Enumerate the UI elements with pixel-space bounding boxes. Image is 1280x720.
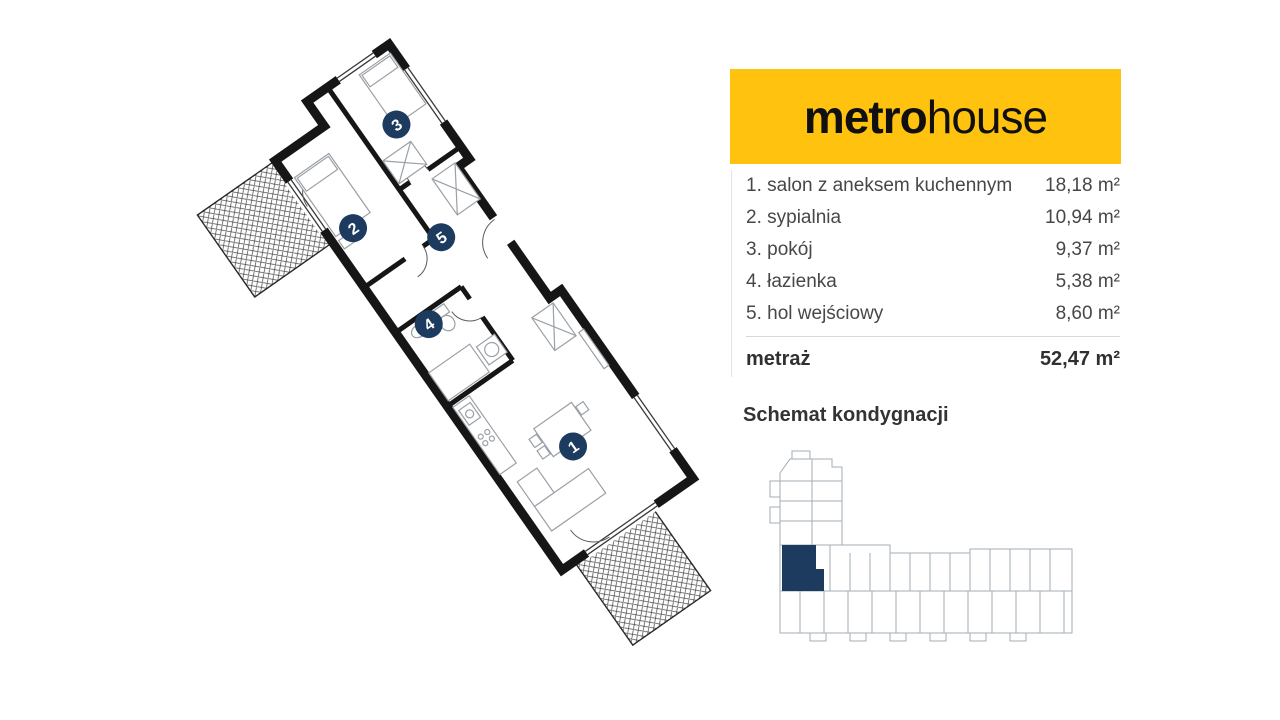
room-number: 3.	[746, 239, 762, 260]
unit-highlight	[782, 545, 824, 591]
room-list-item-1: 1. salon z aneksem kuchennym 18,18 m²	[746, 170, 1120, 202]
brand-logo-house: house	[926, 90, 1048, 143]
room-list-item-3: 3. pokój 9,37 m²	[746, 234, 1120, 266]
total-area: 52,47 m²	[1039, 348, 1120, 370]
room-number: 5.	[746, 303, 762, 324]
room-area: 8,60 m²	[1055, 303, 1120, 324]
building-wing-units	[780, 459, 842, 545]
body-balcony	[889, 632, 907, 642]
room-label: pokój	[767, 239, 813, 260]
windows	[285, 50, 678, 558]
floor-schematic	[769, 450, 1073, 642]
room-marker-1: 1	[559, 432, 588, 461]
room-area: 10,94 m²	[1045, 207, 1120, 228]
room-number: 1.	[746, 175, 762, 196]
room-marker-2: 2	[339, 214, 368, 243]
room-label: salon z aneksem kuchennym	[767, 175, 1013, 196]
room-list-item-5: 5. hol wejściowy 8,60 m²	[746, 298, 1120, 330]
brand-logo-metro: metro	[803, 90, 928, 143]
apartment-outline	[268, 37, 700, 577]
room-marker-5: 5	[427, 223, 456, 252]
room-number: 4.	[746, 271, 762, 292]
building-wing-outline	[779, 458, 843, 546]
room-marker-4: 4	[414, 310, 443, 339]
list-divider	[746, 336, 1120, 337]
room-label: hol wejściowy	[767, 303, 884, 324]
room-list-item-4: 4. łazienka 5,38 m²	[746, 266, 1120, 298]
body-balcony	[929, 632, 947, 642]
wing-balcony	[769, 506, 781, 524]
total-label: metraż	[746, 348, 811, 370]
room-area: 18,18 m²	[1045, 175, 1120, 196]
body-balcony	[969, 632, 987, 642]
room-area: 5,38 m²	[1055, 271, 1120, 292]
wing-balcony	[791, 450, 811, 460]
body-balcony	[809, 632, 827, 642]
room-list-item-2: 2. sypialnia 10,94 m²	[746, 202, 1120, 234]
room-list: 1. salon z aneksem kuchennym 18,18 m² 2.…	[731, 170, 1120, 377]
room-area: 9,37 m²	[1055, 239, 1120, 260]
body-balcony	[849, 632, 867, 642]
room-number: 2.	[746, 207, 762, 228]
brand-logo: metrohouse	[803, 90, 1048, 143]
total-area-row: metraż 52,47 m²	[746, 341, 1120, 377]
room-marker-3: 3	[382, 110, 411, 139]
room-label: sypialnia	[767, 207, 842, 228]
wing-balcony	[769, 480, 781, 498]
room-label: łazienka	[767, 271, 837, 292]
body-balcony	[1009, 632, 1027, 642]
schematic-title: Schemat kondygnacji	[743, 404, 949, 426]
brand-banner: metrohouse	[730, 69, 1121, 164]
floor-plan: 1 2 3 4 5	[196, 37, 712, 647]
